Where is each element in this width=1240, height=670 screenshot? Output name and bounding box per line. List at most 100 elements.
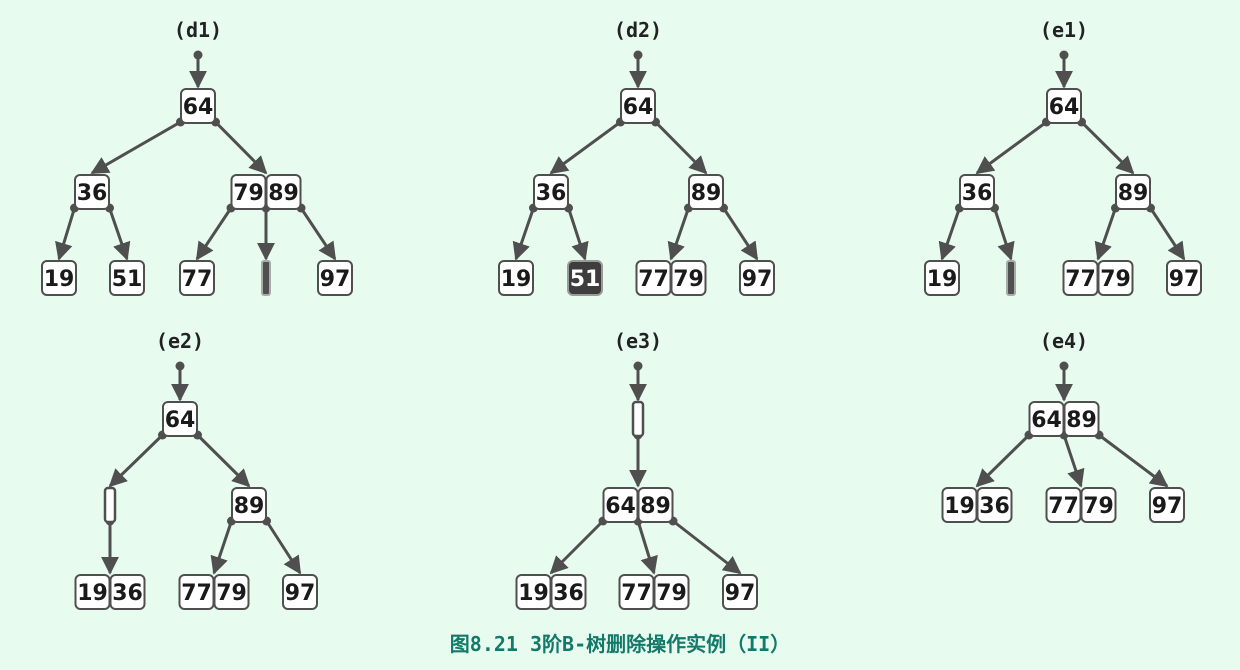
key-box (688, 174, 724, 210)
key-box (722, 574, 758, 610)
tree-edge (938, 207, 961, 261)
btree-node-internal: 89 (1115, 174, 1151, 210)
key-label: 36 (536, 181, 567, 206)
key-label: 36 (553, 581, 584, 606)
panel-label: (e4) (1040, 329, 1088, 353)
key-label: 77 (182, 267, 213, 292)
tree-edge (90, 120, 182, 175)
key-box (1115, 174, 1151, 210)
key-box (1166, 260, 1202, 296)
key-label: 51 (570, 267, 601, 292)
edge-origin-dot (193, 50, 203, 60)
key-box (567, 260, 603, 296)
edge-origin-dot (175, 361, 185, 371)
tree-edge (108, 433, 164, 488)
key-box (179, 260, 215, 296)
key-label: 19 (77, 581, 108, 606)
tree-edge (636, 520, 658, 575)
key-label: 19 (44, 267, 75, 292)
tree-edge (195, 207, 233, 261)
tree-edge (567, 207, 589, 261)
panel-label: (d1) (174, 18, 222, 42)
key-label: 89 (234, 494, 265, 519)
btree-node-leaf: 19 (924, 260, 960, 296)
key-label: 97 (725, 581, 756, 606)
key-label: 64 (183, 95, 214, 120)
empty-node (1006, 260, 1016, 296)
key-label: 89 (1118, 181, 1149, 206)
key-box (550, 574, 587, 610)
key-box (670, 260, 707, 296)
key-box (620, 88, 656, 124)
key-label: 77 (1048, 494, 1079, 519)
tree-edge (549, 519, 605, 575)
key-box (109, 260, 145, 296)
tree-edge (1062, 434, 1085, 488)
tree-edge (549, 120, 622, 175)
key-box (959, 174, 995, 210)
panel-label: (e1) (1040, 18, 1088, 42)
tree-edge (654, 120, 708, 175)
btree-node-leaf: 97 (1149, 487, 1185, 523)
tree-edge (722, 207, 759, 261)
btree-node-internal: 36 (959, 174, 995, 210)
key-label: 79 (673, 267, 704, 292)
btree-node-leaf: 97 (1166, 260, 1202, 296)
btree-node-internal: 89 (688, 174, 724, 210)
btree-node-leaf: 51 (109, 260, 145, 296)
key-box (924, 260, 960, 296)
key-box (1046, 88, 1082, 124)
key-box (317, 260, 353, 296)
key-label: 79 (216, 581, 247, 606)
tree-edge (108, 207, 131, 261)
panel-label: (e3) (614, 329, 662, 353)
key-label: 51 (112, 267, 143, 292)
key-label: 19 (501, 267, 532, 292)
key-label: 97 (285, 581, 316, 606)
btree-node-root: 64 (162, 401, 198, 437)
btree-node-leaf: 97 (282, 574, 318, 610)
hollow-node (103, 486, 117, 524)
key-box (976, 487, 1013, 523)
btree-node-leaf (1006, 260, 1016, 296)
key-box (739, 260, 775, 296)
btree-node-leaf: 97 (739, 260, 775, 296)
btree-node-internal: 36 (533, 174, 569, 210)
tree-edge (55, 207, 76, 261)
tree-edge (975, 433, 1031, 488)
key-label: 64 (623, 95, 654, 120)
edges-layer (55, 50, 1186, 575)
key-box (41, 260, 77, 296)
btree-node-leaf (261, 260, 271, 296)
key-label: 64 (165, 408, 196, 433)
tree-edge (1098, 433, 1169, 488)
key-label: 64 (1049, 95, 1080, 120)
key-label: 64 (605, 494, 636, 519)
btree-node-leaf: 77 (179, 260, 215, 296)
tree-edge (993, 207, 1015, 261)
edge-origin-dot (633, 50, 643, 60)
key-label: 89 (1066, 408, 1097, 433)
hollow-node (631, 400, 645, 438)
key-label: 97 (742, 267, 773, 292)
tree-edge (1094, 207, 1117, 261)
edge-origin-dot (1059, 50, 1069, 60)
key-label: 77 (181, 581, 212, 606)
key-label: 77 (621, 581, 652, 606)
tree-edge (299, 207, 337, 261)
tree-edge (667, 207, 690, 261)
key-label: 89 (268, 181, 299, 206)
tree-edge (214, 120, 268, 175)
tree-edge (1149, 207, 1186, 261)
key-label: 36 (77, 181, 108, 206)
edge-origin-dot (633, 361, 643, 371)
btree-node-leaf: 97 (722, 574, 758, 610)
